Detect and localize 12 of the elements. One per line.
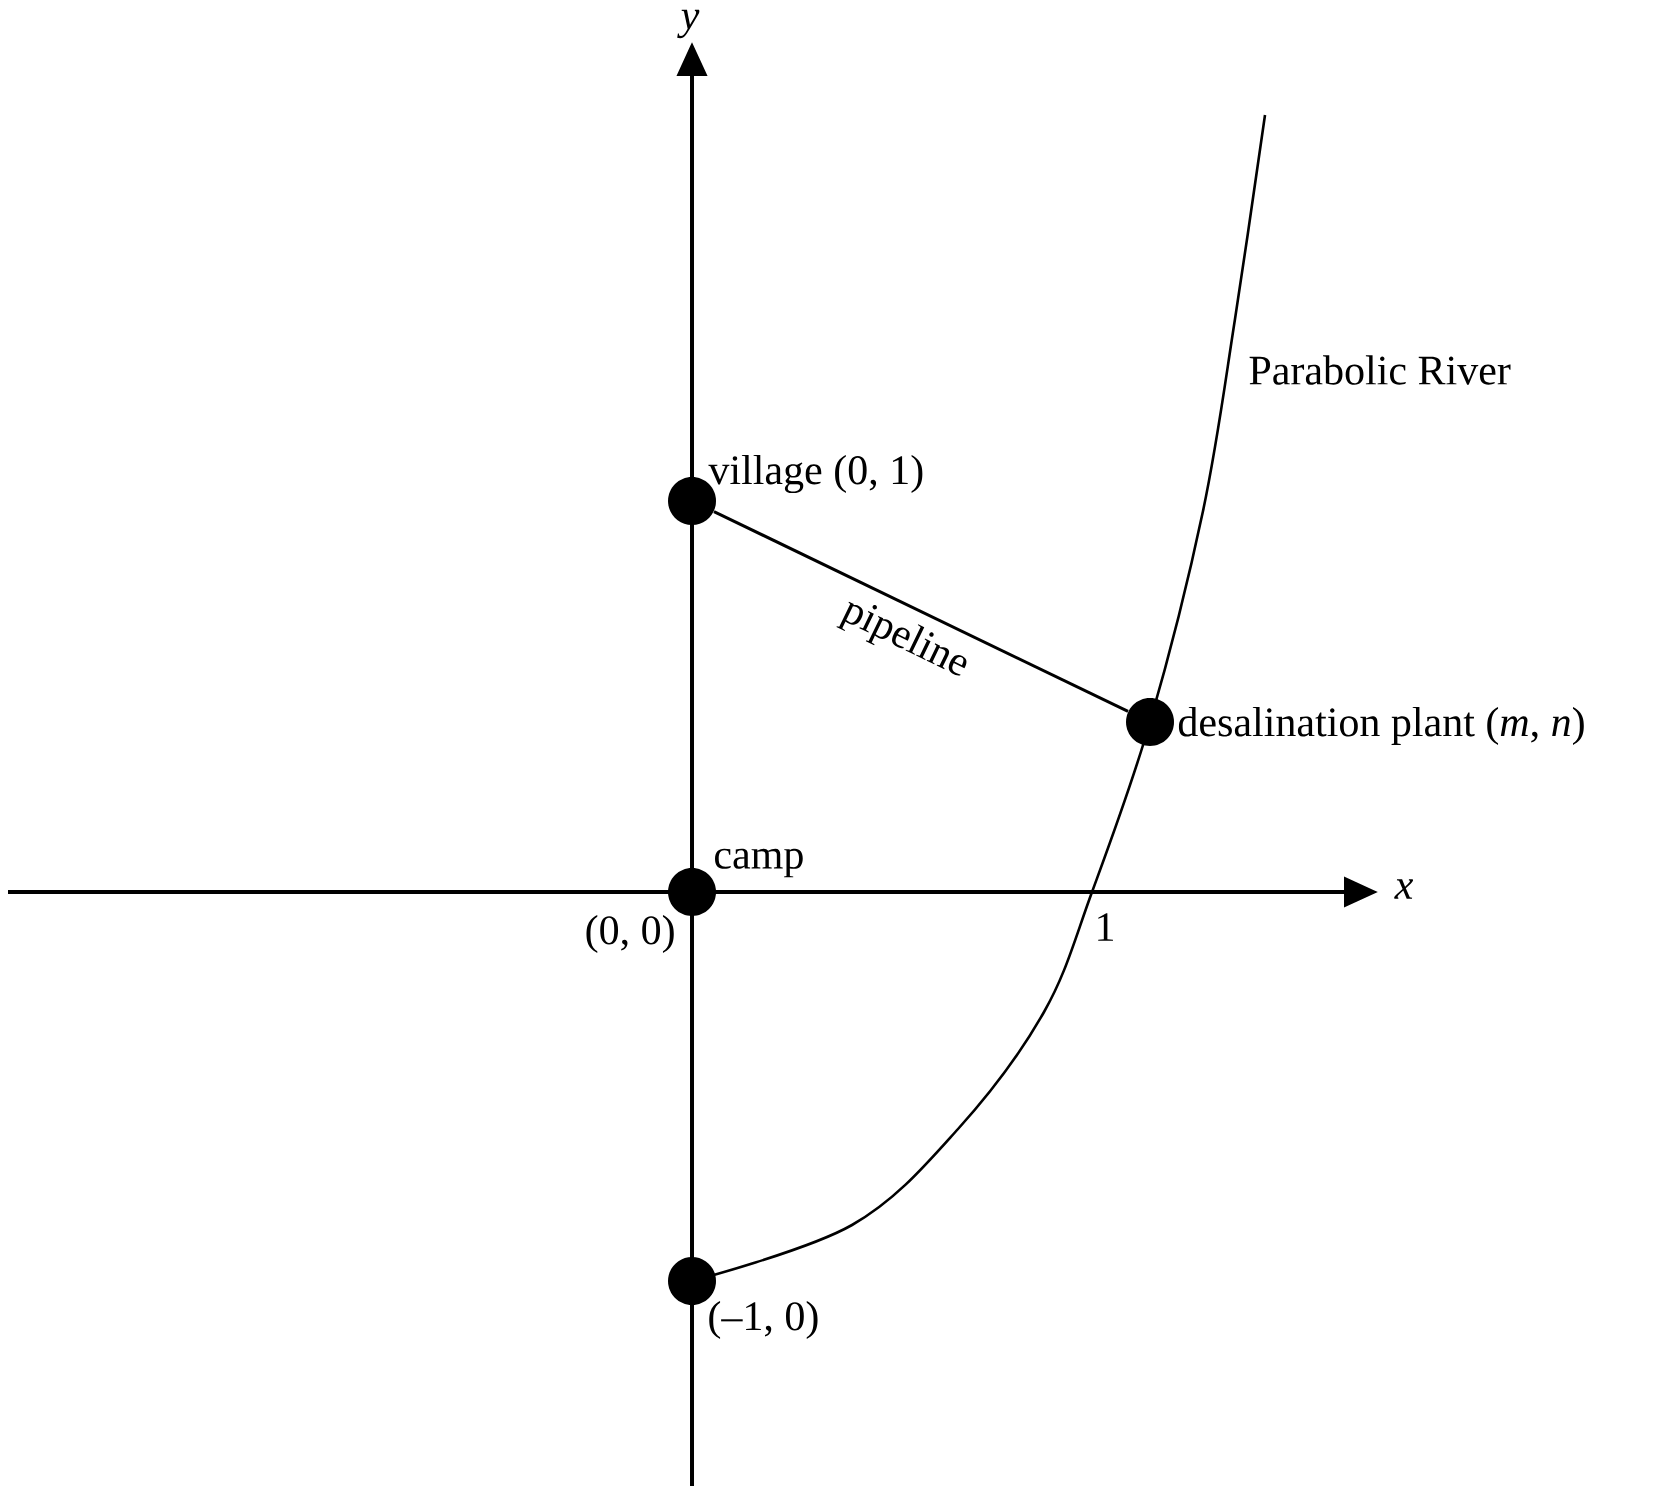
point-label: (–1, 0) xyxy=(709,1300,818,1340)
curve-label: Parabolic River xyxy=(1249,355,1511,385)
point-label: desalination plant (m, n) xyxy=(1178,706,1584,746)
point-dot xyxy=(668,868,716,916)
point-label: (0, 0) xyxy=(586,914,674,954)
point-label: camp xyxy=(715,848,803,878)
point-dot xyxy=(1126,698,1174,746)
axis-label: y xyxy=(677,9,700,39)
point-label: village (0, 1) xyxy=(708,454,923,494)
pipeline-line xyxy=(713,510,1129,713)
axis-label: x xyxy=(1394,879,1414,899)
tick-label: 1 xyxy=(1098,913,1113,941)
